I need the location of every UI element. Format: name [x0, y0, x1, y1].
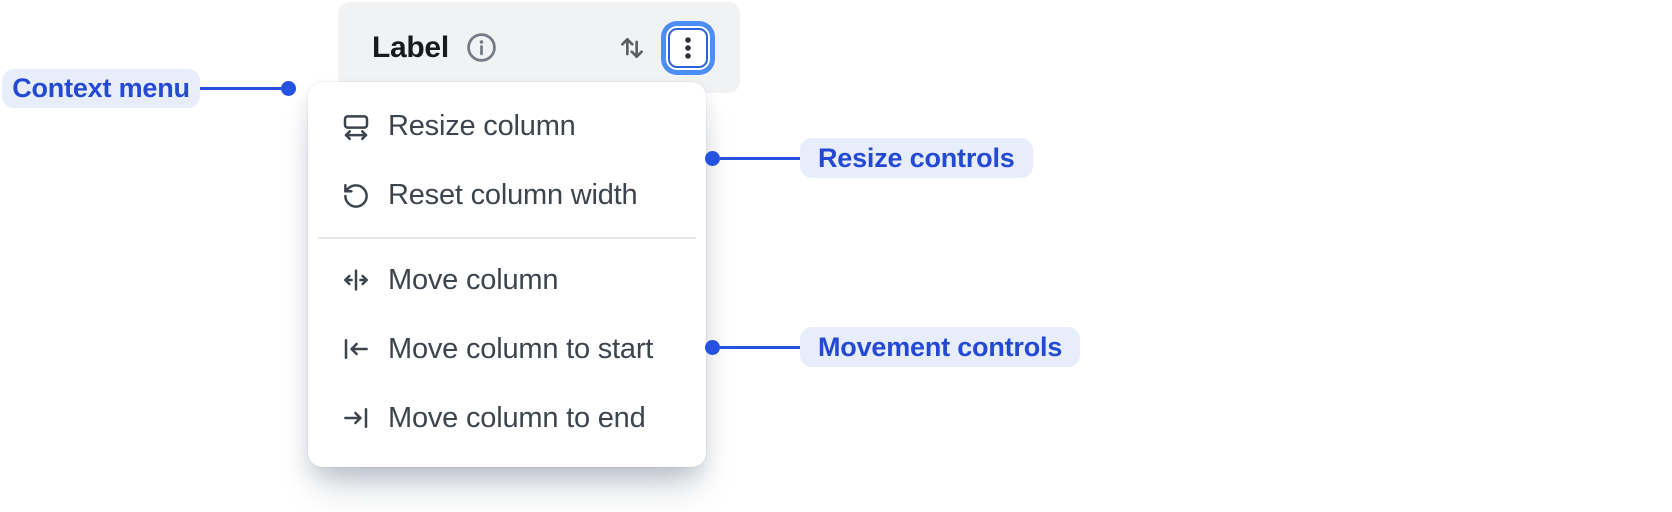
annotation-resize-controls: Resize controls [705, 138, 1033, 178]
menu-item-move-column-to-end[interactable]: Move column to end [308, 384, 706, 453]
column-context-menu: Resize column Reset column width [308, 82, 706, 467]
menu-item-reset-column-width[interactable]: Reset column width [308, 161, 706, 230]
menu-item-label: Reset column width [388, 179, 638, 211]
column-header: Label [338, 2, 740, 93]
annotation-connector-dot [705, 150, 720, 166]
annotation-connector-line [720, 156, 800, 160]
menu-item-resize-column[interactable]: Resize column [308, 92, 706, 161]
annotation-label-resize-controls: Resize controls [800, 138, 1033, 178]
move-column-to-end-icon [340, 402, 372, 434]
annotation-context-menu: Context menu [2, 69, 296, 108]
menu-item-move-column-to-start[interactable]: Move column to start [308, 315, 706, 384]
annotation-connector-line [720, 345, 800, 349]
kebab-vertical-dots-icon [674, 34, 702, 62]
column-header-title: Label [372, 30, 449, 64]
menu-divider [318, 237, 696, 239]
move-column-to-start-icon [340, 333, 372, 365]
menu-item-label: Move column [388, 263, 559, 296]
column-menu-button[interactable] [668, 27, 708, 68]
info-icon[interactable] [465, 31, 498, 64]
annotation-movement-controls: Movement controls [705, 327, 1081, 367]
annotation-connector-line [200, 87, 281, 90]
annotation-connector-dot [281, 81, 296, 96]
menu-item-label: Resize column [388, 110, 576, 142]
annotation-connector-dot [705, 339, 720, 355]
menu-item-label: Move column to end [388, 401, 646, 434]
annotation-label-movement-controls: Movement controls [800, 327, 1081, 367]
annotation-label-context-menu: Context menu [2, 69, 200, 108]
reset-column-width-icon [340, 180, 372, 212]
resize-column-icon [340, 111, 372, 143]
menu-item-move-column[interactable]: Move column [308, 246, 706, 315]
sort-icon[interactable] [616, 32, 648, 64]
move-column-icon [340, 264, 372, 296]
menu-item-label: Move column to start [388, 332, 654, 365]
